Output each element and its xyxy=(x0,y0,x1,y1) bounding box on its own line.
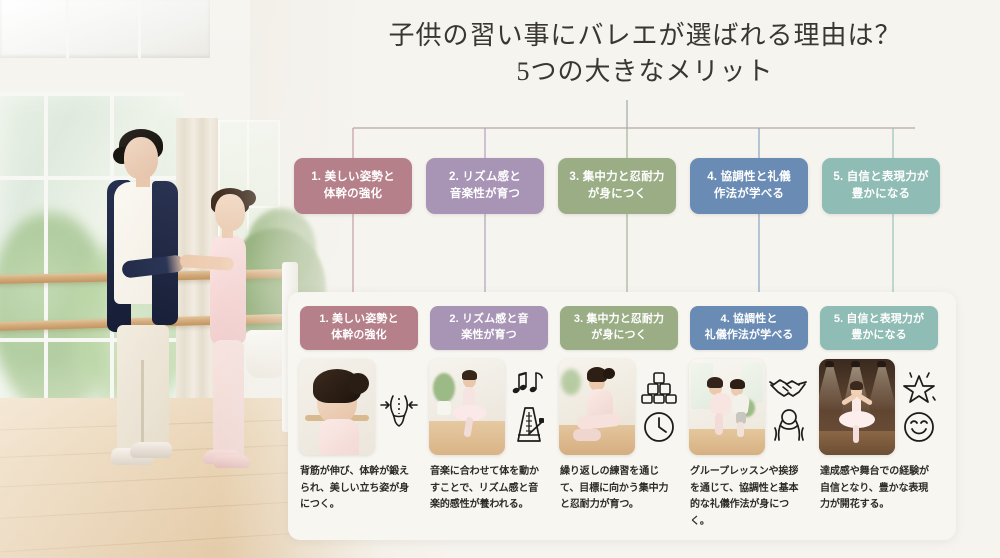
card-3-caption: 繰り返しの練習を通じて、目標に向かう集中力と忍耐力が育つ。 xyxy=(560,466,669,510)
top-badge-5[interactable]: 5. 自信と表現力が豊かになる xyxy=(822,158,940,214)
card-5-caption: 達成感や舞台での経験が自信となり、豊かな表現力が開花する。 xyxy=(820,466,929,510)
benefit-card-row: 1. 美しい姿勢と体幹の強化 xyxy=(298,306,940,530)
benefit-card-1[interactable]: 1. 美しい姿勢と体幹の強化 xyxy=(298,306,420,530)
card-3-thumbnail xyxy=(559,359,635,455)
smiley-face-icon xyxy=(903,412,934,442)
card-1-caption: 背筋が伸び、体幹が鍛えられ、美しい立ち姿が身につく。 xyxy=(300,466,409,510)
card-3-heading: 3. 集中力と忍耐力が身につく xyxy=(560,306,678,350)
waist-slimming-icon xyxy=(379,395,418,427)
card-1-media xyxy=(299,359,419,455)
card-1-thumbnail xyxy=(299,359,375,455)
metronome-icon xyxy=(516,407,544,442)
card-1-heading: 1. 美しい姿勢と体幹の強化 xyxy=(300,306,418,350)
title-line-1: 子供の習い事にバレエが選ばれる理由は？ xyxy=(388,21,902,50)
benefit-card-4[interactable]: 4. 協調性と礼儀作法が学べる xyxy=(688,306,810,530)
clock-icon xyxy=(643,412,674,442)
benefit-card-2[interactable]: 2. リズム感と音楽性が育つ xyxy=(428,306,550,530)
handshake-icon xyxy=(768,379,807,397)
top-badge-4[interactable]: 4. 協調性と礼儀作法が学べる xyxy=(690,158,808,214)
card-5-icons xyxy=(898,359,939,455)
card-4-media xyxy=(689,359,809,455)
building-blocks-icon xyxy=(640,372,677,404)
top-badge-2[interactable]: 2. リズム感と音楽性が育つ xyxy=(426,158,544,214)
page-title: 子供の習い事にバレエが選ばれる理由は？ 5つの大きなメリット xyxy=(300,18,990,91)
top-badge-1[interactable]: 1. 美しい姿勢と体幹の強化 xyxy=(294,158,412,214)
card-4-icons xyxy=(768,359,809,455)
top-badge-3[interactable]: 3. 集中力と忍耐力が身につく xyxy=(558,158,676,214)
card-2-icons xyxy=(508,359,549,455)
sparkle-star-icon xyxy=(902,372,936,403)
card-3-media xyxy=(559,359,679,455)
card-5-thumbnail xyxy=(819,359,895,455)
benefits-panel: 1. 美しい姿勢と体幹の強化 xyxy=(288,292,956,540)
title-line-2: 5つの大きなメリット xyxy=(516,57,774,87)
card-2-heading: 2. リズム感と音楽性が育つ xyxy=(430,306,548,350)
benefit-card-5[interactable]: 5. 自信と表現力が豊かになる xyxy=(818,306,940,530)
group-bow-icon xyxy=(773,409,804,441)
card-3-icons xyxy=(638,359,679,455)
card-5-media xyxy=(819,359,939,455)
card-4-thumbnail xyxy=(689,359,765,455)
card-2-thumbnail xyxy=(429,359,505,455)
card-2-media xyxy=(429,359,549,455)
card-4-heading: 4. 協調性と礼儀作法が学べる xyxy=(690,306,808,350)
card-2-caption: 音楽に合わせて体を動かすことで、リズム感と音楽的感性が養われる。 xyxy=(430,466,539,510)
music-notes-icon xyxy=(512,371,543,394)
benefit-card-3[interactable]: 3. 集中力と忍耐力が身につく xyxy=(558,306,680,530)
card-4-caption: グループレッスンや挨拶を通じて、協調性と基本的な礼儀作法が身につく。 xyxy=(690,466,799,527)
card-5-heading: 5. 自信と表現力が豊かになる xyxy=(820,306,938,350)
card-1-icons xyxy=(378,359,419,455)
top-badge-row: 1. 美しい姿勢と体幹の強化 2. リズム感と音楽性が育つ 3. 集中力と忍耐力… xyxy=(294,158,940,214)
